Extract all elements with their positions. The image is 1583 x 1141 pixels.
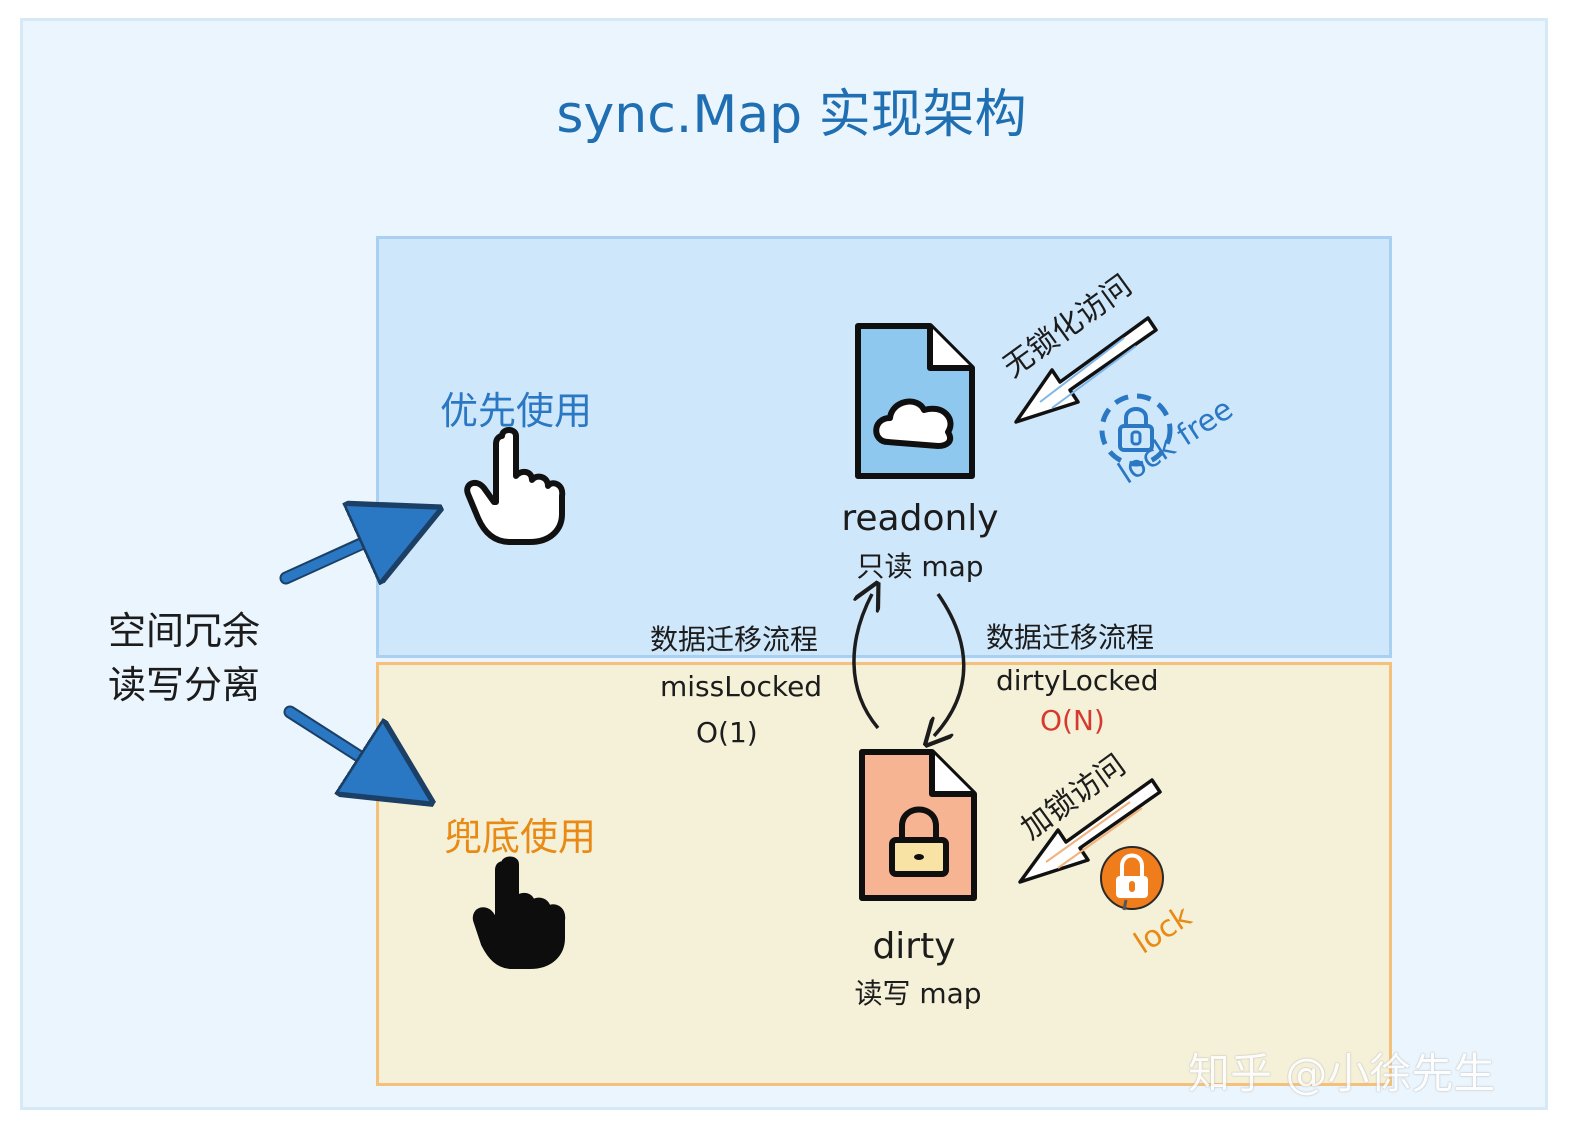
arrow-to-priority [279,518,418,578]
cloud-file-icon [855,323,975,479]
flow-left-method: missLocked [660,670,823,703]
left-label-line1: 空间冗余 [108,609,261,653]
readonly-desc: 只读 map [856,550,984,583]
flow-right-method: dirtyLocked [996,664,1159,697]
flow-left-complexity: O(1) [696,716,758,749]
pointing-hand-white-icon [464,427,566,545]
diagram-title: sync.Map 实现架构 [556,85,1027,145]
flow-left-label: 数据迁移流程 [650,623,819,656]
lock-badge-icon [1100,846,1164,911]
readonly-title: readonly [841,498,999,539]
lock-file-icon [859,749,977,901]
migration-arrow-down [934,593,966,736]
flow-right-complexity: O(N) [1040,704,1105,737]
pointing-hand-black-icon [472,856,566,969]
lock-free-badge-icon [1099,393,1173,467]
left-label-line2: 读写分离 [108,663,261,707]
dirty-desc: 读写 map [854,977,982,1010]
locked-access-arrow [1018,778,1162,884]
lockfree-access-arrow [1014,316,1158,424]
arrow-to-fallback [283,705,412,790]
fallback-label: 兜底使用 [444,815,597,859]
dirty-title: dirty [872,926,956,967]
flow-right-label: 数据迁移流程 [986,621,1155,654]
priority-label: 优先使用 [440,389,593,433]
migration-arrow-up [852,594,878,730]
watermark: 知乎 @小徐先生 [1188,1049,1496,1098]
